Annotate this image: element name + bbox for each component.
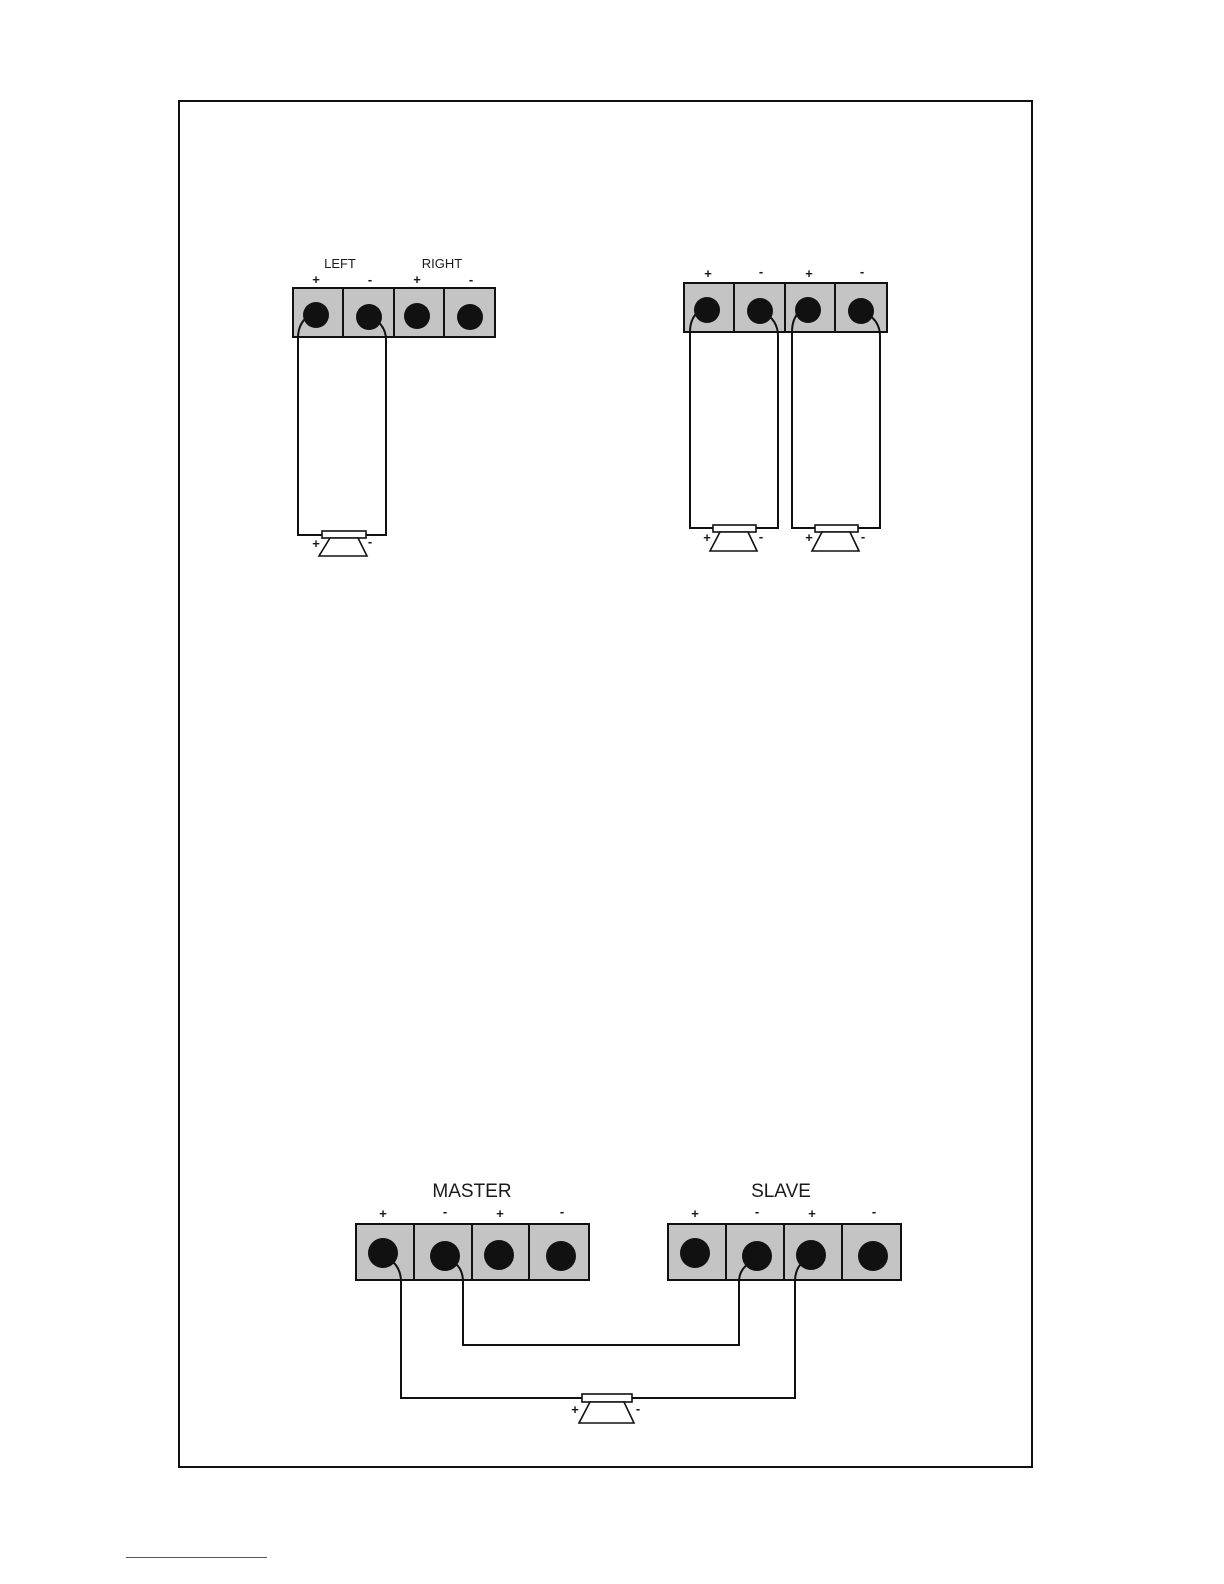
terminal-sign: + xyxy=(312,272,320,287)
terminal-screw xyxy=(484,1240,514,1270)
speaker-magnet xyxy=(582,1394,632,1402)
terminal-sign: + xyxy=(704,266,712,281)
speaker1-wire-negative xyxy=(756,312,778,528)
terminal-sign: - xyxy=(755,1204,759,1219)
terminal-screw xyxy=(848,298,874,324)
speaker-minus-sign: - xyxy=(636,1401,640,1416)
master-label: MASTER xyxy=(432,1181,511,1202)
speaker2-minus-sign: - xyxy=(861,529,865,544)
right-channel-label: RIGHT xyxy=(422,256,463,271)
speaker-icon xyxy=(579,1394,634,1423)
speaker-minus-sign: - xyxy=(368,534,372,549)
terminal-screw xyxy=(858,1241,888,1271)
terminal-sign: - xyxy=(560,1204,564,1219)
terminal-screw xyxy=(795,297,821,323)
terminal-screw xyxy=(457,304,483,330)
footer-rule xyxy=(126,1557,267,1558)
speaker-cone xyxy=(579,1402,634,1423)
terminal-sign: + xyxy=(379,1206,387,1221)
terminal-screw xyxy=(404,303,430,329)
terminal-screw xyxy=(694,297,720,323)
speaker-cone xyxy=(710,532,757,551)
terminal-sign: - xyxy=(469,272,473,287)
terminal-sign: - xyxy=(443,1204,447,1219)
speaker-wire-positive xyxy=(298,314,322,535)
speaker2-wire-positive xyxy=(792,309,815,528)
speaker2-wire-negative xyxy=(858,312,880,528)
terminal-sign: + xyxy=(808,1206,816,1221)
terminal-sign: + xyxy=(496,1206,504,1221)
terminal-sign: - xyxy=(759,264,763,279)
terminal-sign: + xyxy=(691,1206,699,1221)
speaker-cone xyxy=(319,538,367,556)
terminal-screw xyxy=(747,298,773,324)
terminal-screw xyxy=(546,1241,576,1271)
speaker1-plus-sign: + xyxy=(703,530,711,545)
terminal-sign: - xyxy=(368,272,372,287)
speaker-plus-sign: + xyxy=(571,1402,579,1417)
diagram-a-stereo-single-speaker: LEFT RIGHT + - + - + - xyxy=(293,256,495,556)
terminal-block xyxy=(684,283,887,332)
speaker-icon xyxy=(812,525,859,551)
diagram-c-master-slave: MASTER SLAVE + - + - + - + - xyxy=(356,1181,901,1423)
terminal-screw xyxy=(430,1241,460,1271)
speaker-plus-sign: + xyxy=(312,536,320,551)
speaker-magnet xyxy=(713,525,756,532)
slave-terminal-block xyxy=(668,1224,901,1280)
speaker-magnet xyxy=(322,531,366,538)
speaker-icon xyxy=(319,531,367,556)
speaker2-plus-sign: + xyxy=(805,530,813,545)
speaker-icon xyxy=(710,525,757,551)
terminal-sign: + xyxy=(805,266,813,281)
speaker-wire-negative xyxy=(366,318,386,535)
terminal-sign: - xyxy=(860,264,864,279)
speaker1-minus-sign: - xyxy=(759,529,763,544)
speaker-cone xyxy=(812,532,859,551)
left-channel-label: LEFT xyxy=(324,256,356,271)
master-terminal-block xyxy=(356,1224,589,1280)
terminal-block xyxy=(293,288,495,337)
terminal-screw xyxy=(356,304,382,330)
terminal-screw xyxy=(680,1238,710,1268)
terminal-sign: - xyxy=(872,1204,876,1219)
speaker1-wire-positive xyxy=(690,309,713,528)
diagram-b-stereo-two-speakers: + - + - + - + - xyxy=(684,264,887,551)
speaker-magnet xyxy=(815,525,858,532)
terminal-screw xyxy=(303,302,329,328)
terminal-sign: + xyxy=(413,272,421,287)
slave-label: SLAVE xyxy=(751,1181,811,1202)
